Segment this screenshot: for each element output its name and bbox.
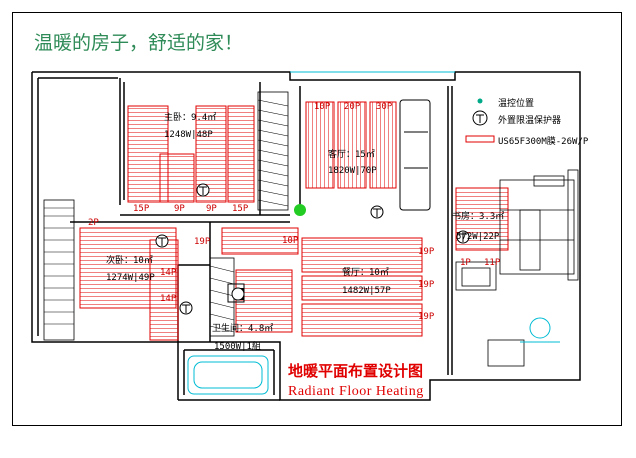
strip-label: 20P	[344, 102, 361, 112]
drawing-title-en: Radiant Floor Heating	[288, 384, 424, 399]
strip-label: 2P	[88, 218, 99, 228]
legend-thermostat: 温控位置	[498, 99, 535, 109]
room-power: 1482W|57P	[342, 286, 391, 296]
strip-label: 30P	[376, 102, 393, 112]
room-power: 1248W|48P	[164, 130, 213, 140]
strip-label: 10P	[282, 236, 299, 246]
strip-label: 19P	[418, 247, 435, 257]
room-area: 卫生间：4.8㎡	[212, 324, 274, 334]
legend-cable: US65F300M膜-26W/P	[498, 137, 589, 147]
room-area: 次卧：10㎡	[106, 256, 153, 266]
room-power: 572W|22P	[456, 232, 500, 242]
room-power: 1820W|70P	[328, 166, 377, 176]
strip-label: 15P	[232, 204, 249, 214]
strip-label: 1P	[460, 258, 471, 268]
strip-label: 11P	[484, 258, 501, 268]
plant-icon	[294, 204, 306, 216]
strip-label: 9P	[174, 204, 185, 214]
strip-label: 10P	[314, 102, 331, 112]
headline: 温暖的房子，舒适的家！	[34, 32, 244, 54]
legend-protector: 外置限温保护器	[498, 116, 562, 126]
strip-label: 19P	[418, 280, 435, 290]
room-power: 1500W|1組	[214, 342, 261, 352]
strip-label: 9P	[206, 204, 217, 214]
drawing-frame	[12, 12, 622, 426]
strip-label: 14P	[160, 294, 177, 304]
room-area: 书房：3.3㎡	[452, 212, 505, 222]
room-power: 1274W|49P	[106, 273, 155, 283]
strip-label: 19P	[418, 312, 435, 322]
room-area: 客厅：15㎡	[328, 150, 375, 160]
kitchen	[455, 175, 575, 367]
sofa-outline	[399, 99, 431, 211]
strip-label: 14P	[160, 268, 177, 278]
room-area: 主卧：9.4㎡	[164, 113, 217, 123]
bathtub	[187, 355, 269, 395]
room-area: 餐厅：10㎡	[342, 268, 389, 278]
strip-label: 19P	[194, 237, 211, 247]
heating-strips	[79, 101, 509, 341]
legend-symbols	[465, 98, 495, 143]
sink-outline	[529, 317, 551, 339]
walls	[31, 71, 581, 401]
strip-label: 15P	[133, 204, 150, 214]
drawing-title-cn: 地暖平面布置设计图	[288, 362, 424, 380]
